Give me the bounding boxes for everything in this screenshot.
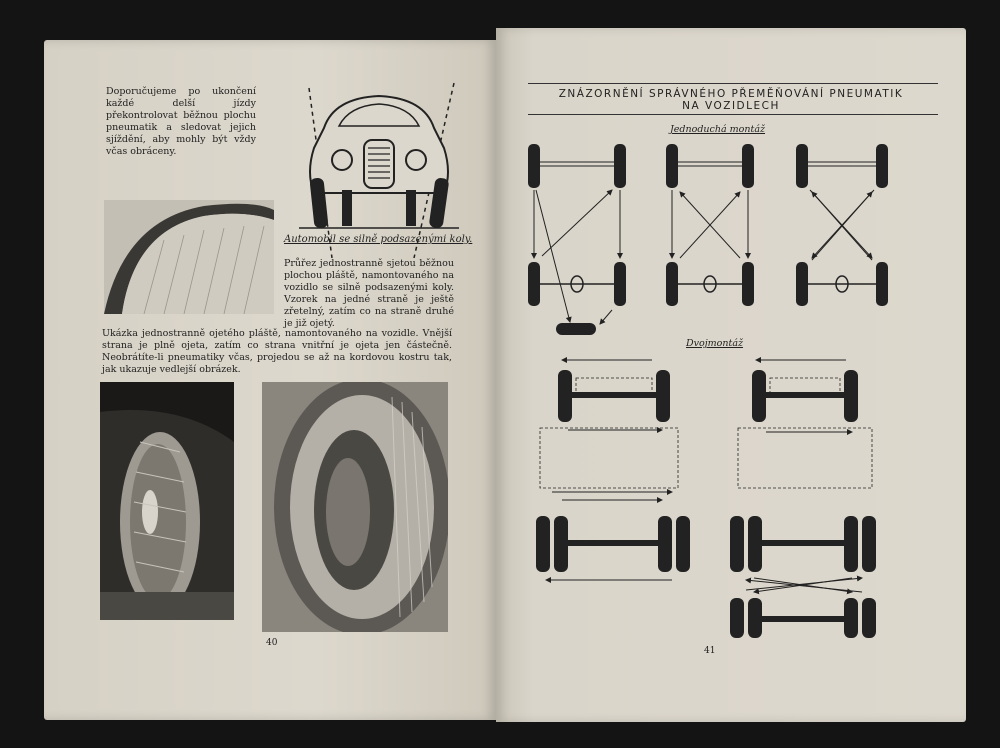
tyre-worn-to-cord-photo: [262, 382, 448, 632]
right-page-title-line2: NA VOZIDLECH: [682, 100, 780, 112]
dual-mount-scheme-1: [536, 357, 690, 583]
single-mount-scheme-1: [528, 144, 626, 335]
example-text: Ukázka jednostranně ojetého pláště, namo…: [102, 328, 452, 375]
single-mount-diagrams: [528, 144, 888, 335]
dual-mount-label: Dvojmontáž: [686, 338, 743, 349]
dual-mount-diagrams: [536, 357, 876, 638]
dual-mount-scheme-2: [730, 357, 876, 638]
left-page: Doporučujeme po ukončení každé delší jíz…: [44, 40, 496, 720]
page-number-left: 40: [266, 638, 278, 648]
car-caption: Automobil se silně podsazenými koly.: [284, 234, 473, 245]
right-page: ZNÁZORNĚNÍ SPRÁVNÉHO PŘEMĚŇOVÁNÍ PNEUMAT…: [496, 28, 966, 722]
worn-tyre-on-car-photo: [100, 382, 234, 620]
page-number-right: 41: [704, 646, 716, 656]
tyre-cross-section-photo: [104, 200, 274, 314]
section-text: Průřez jednostranně sjetou běžnou plocho…: [284, 258, 454, 329]
intro-text: Doporučujeme po ukončení každé delší jíz…: [106, 86, 256, 157]
single-mount-label: Jednoduchá montáž: [670, 124, 766, 135]
right-page-title-line1: ZNÁZORNĚNÍ SPRÁVNÉHO PŘEMĚŇOVÁNÍ PNEUMAT…: [558, 88, 904, 100]
single-mount-scheme-3: [796, 144, 888, 306]
car-front-illustration: [299, 82, 459, 258]
single-mount-scheme-2: [666, 144, 754, 306]
